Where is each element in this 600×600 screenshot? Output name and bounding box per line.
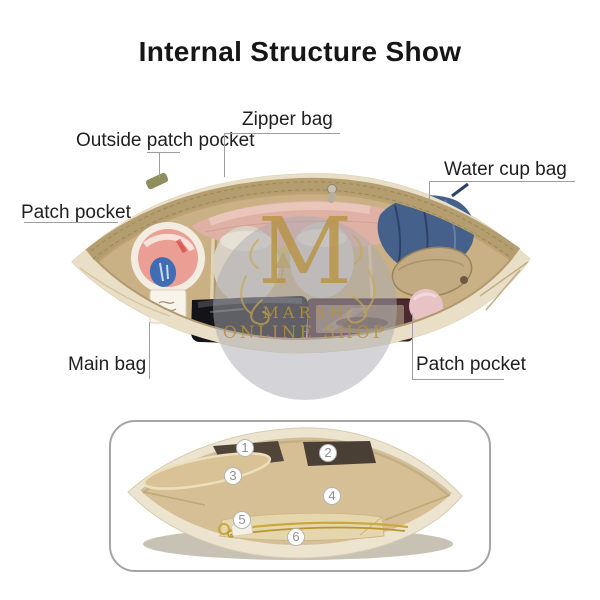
watermark-line1: MARSH <box>263 303 348 322</box>
shell-crease-left <box>79 267 171 317</box>
pointer-zipper-bag-h <box>224 133 340 134</box>
compartment-marker-3: 3 <box>224 467 242 485</box>
diagram-front-pocket <box>219 512 385 541</box>
watermark-line2: ONLINE SHOP <box>223 323 387 343</box>
label-patch-pocket-right: Patch pocket <box>416 354 526 375</box>
compartment-marker-2: 2 <box>319 444 337 462</box>
pointer-patch-right-h <box>412 379 504 380</box>
watermark-monogram: M <box>258 198 352 305</box>
watermark-circle <box>213 216 397 400</box>
label-main-bag: Main bag <box>68 354 147 375</box>
diagram-slant-pocket-3 <box>142 452 272 490</box>
pointer-water-cup-h <box>429 181 575 182</box>
shell-crease-right <box>479 261 529 311</box>
pointer-outside-patch-v <box>159 152 160 178</box>
watermark: M MARSH ONLINE SHOP <box>213 198 397 400</box>
label-patch-pocket-left: Patch pocket <box>21 202 131 223</box>
diagram-creases <box>143 491 451 521</box>
diagram-pocket-fold <box>359 516 383 536</box>
snack-tin <box>131 222 205 294</box>
compartment-marker-6: 6 <box>287 528 305 546</box>
label-outside-patch-pocket: Outside patch pocket <box>76 130 255 151</box>
watermark-flourish <box>240 235 376 326</box>
pointer-main-bag-v <box>149 322 150 379</box>
side-tab <box>145 172 169 190</box>
label-zipper-bag: Zipper bag <box>242 109 333 130</box>
page-title: Internal Structure Show <box>138 36 462 67</box>
pointer-zipper-bag-v <box>224 133 225 177</box>
diagram-pocket-opening-2 <box>303 441 376 466</box>
pointer-outside-patch-h <box>147 152 180 153</box>
label-water-cup-bag: Water cup bag <box>444 159 567 180</box>
structure-diagram <box>109 420 491 572</box>
organizer-photo: M MARSH ONLINE SHOP <box>71 172 531 400</box>
pointer-patch-right-v <box>412 313 413 379</box>
zipper-pull <box>327 184 337 204</box>
compartment-marker-4: 4 <box>323 487 341 505</box>
compartment-marker-5: 5 <box>233 511 251 529</box>
pointer-water-cup-v <box>429 181 430 200</box>
pointer-patch-left-h <box>24 222 118 223</box>
compartment-marker-1: 1 <box>236 439 254 457</box>
top-strap <box>85 177 521 261</box>
